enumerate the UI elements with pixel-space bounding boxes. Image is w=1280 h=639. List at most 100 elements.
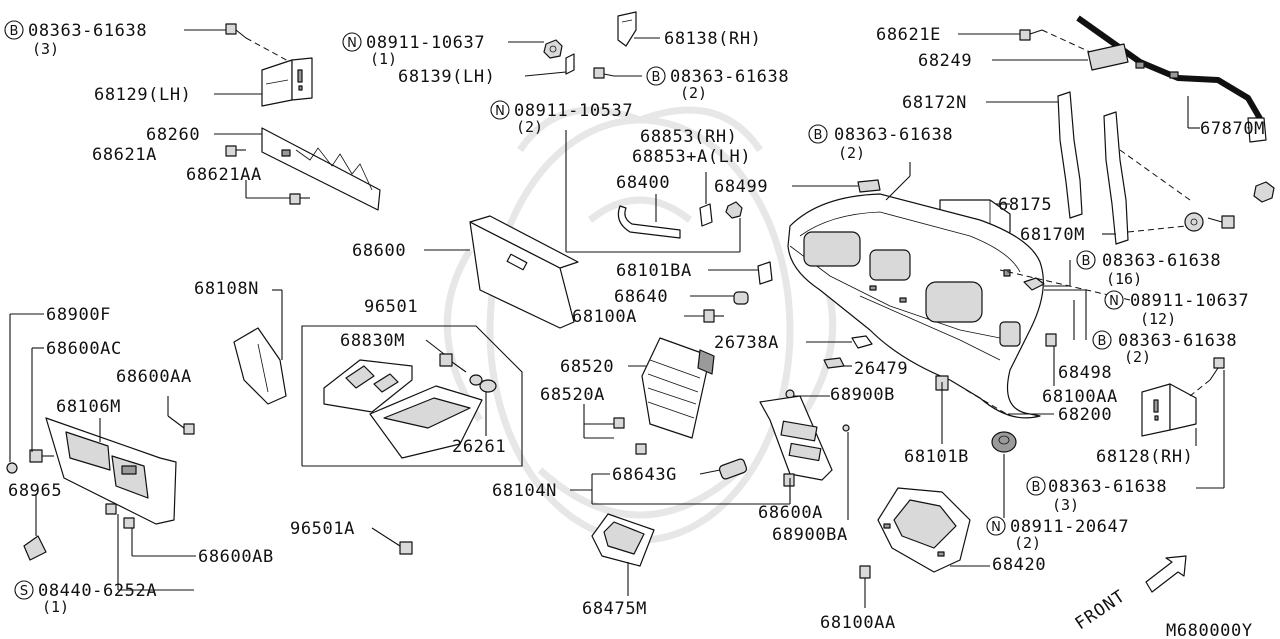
tray-68475m (591, 513, 655, 567)
part-number-label: 08440-6252A (38, 581, 157, 601)
quantity-label: (2) (1014, 534, 1041, 552)
bolt-icon (225, 145, 246, 157)
quantity-label: (3) (1052, 496, 1079, 514)
svg-text:N: N (1109, 294, 1119, 309)
cluster-lid-68420 (877, 487, 971, 573)
cap-68900f (6, 462, 18, 474)
rod-68853 (617, 205, 681, 239)
part-number-label: 26261 (452, 437, 506, 457)
callout-screw-symbol: S (14, 580, 34, 600)
clip-68138-rh (617, 11, 637, 47)
part-number-label: 68853+A(LH) (632, 147, 751, 167)
part-number-label: 68900BA (772, 525, 848, 545)
callout-nut-symbol: N (342, 32, 362, 52)
part-number-label: 68600 (352, 241, 406, 261)
part-number-label: 68100AA (1042, 387, 1118, 407)
plug-68643g (718, 458, 748, 480)
quantity-label: (2) (838, 144, 865, 162)
bracket-68260 (261, 127, 381, 211)
part-number-label: 67870M (1200, 119, 1265, 139)
screw-icon (635, 443, 647, 455)
quantity-label: (3) (32, 40, 59, 58)
svg-text:B: B (10, 24, 19, 39)
cylinder-26261 (469, 374, 497, 393)
bolt-icon (703, 309, 724, 323)
panel-68108n (233, 327, 287, 405)
part-number-label: 68100AA (820, 613, 896, 633)
part-number-label: 68600A (758, 503, 823, 523)
bracket-68128-rh (1141, 383, 1197, 437)
brace-68170m (1103, 111, 1129, 245)
dashboard-68200 (787, 193, 1044, 419)
bracket-68101ba (757, 261, 773, 285)
part-number-label: 68129(LH) (94, 85, 192, 105)
part-number-label: 68104N (492, 481, 557, 501)
part-number-label: 68498 (1058, 363, 1112, 383)
panel-68106m (45, 417, 177, 525)
part-number-label: 68520 (560, 357, 614, 377)
plate-68249 (1087, 43, 1129, 71)
part-number-label: 26479 (854, 359, 908, 379)
part-number-label: 68172N (902, 93, 967, 113)
callout-nut-symbol: N (1104, 290, 1124, 310)
svg-text:B: B (1032, 480, 1041, 495)
part-number-label: 68128(RH) (1096, 447, 1194, 467)
part-number-label: 68106M (56, 397, 121, 417)
part-number-label: 08363-61638 (1118, 331, 1237, 351)
callout-nut-symbol: N (490, 100, 510, 120)
nut-icon (1253, 181, 1275, 203)
callout-nut-symbol: N (986, 516, 1006, 536)
svg-text:B: B (814, 128, 823, 143)
part-number-label: 68520A (540, 385, 605, 405)
bolt-icon (593, 67, 615, 79)
part-number-label: 26738A (714, 333, 779, 353)
part-number-label: 08363-61638 (670, 67, 789, 87)
part-number-label: 08911-10637 (366, 33, 485, 53)
part-number-label: 68600AA (116, 367, 192, 387)
quantity-label: (1) (42, 598, 69, 616)
part-number-label: 96501 (364, 297, 418, 317)
part-number-label: 68853(RH) (640, 127, 738, 147)
bolt-icon (1045, 333, 1057, 347)
nut-icon (543, 39, 563, 59)
bolt-icon (183, 423, 195, 435)
part-number-label: 08363-61638 (1102, 251, 1221, 271)
part-number-label: 68621AA (186, 165, 262, 185)
bracket-68129-lh (261, 57, 313, 107)
svg-text:N: N (495, 104, 505, 119)
callout-bolt-symbol: B (1092, 330, 1112, 350)
front-arrow-icon (1145, 555, 1187, 593)
part-number-label: 96501A (290, 519, 355, 539)
part-number-label: 68175 (998, 195, 1052, 215)
svg-text:S: S (20, 584, 28, 599)
brace-68172n (1057, 91, 1083, 219)
clip-26738a (851, 335, 873, 349)
quantity-label: (2) (516, 118, 543, 136)
part-number-label: 68138(RH) (664, 29, 762, 49)
plug-68640 (733, 291, 749, 305)
part-number-label: 68139(LH) (398, 67, 496, 87)
quantity-label: (2) (1124, 348, 1151, 366)
vent-68520 (641, 337, 715, 439)
callout-bolt-symbol: B (1026, 476, 1046, 496)
part-number-label: 08363-61638 (28, 21, 147, 41)
quantity-label: (1) (370, 50, 397, 68)
part-number-label: 68101BA (616, 261, 692, 281)
svg-text:B: B (1082, 254, 1091, 269)
svg-text:B: B (1098, 334, 1107, 349)
svg-text:N: N (347, 36, 357, 51)
part-number-label: 68830M (340, 331, 405, 351)
bolt-icon (783, 473, 795, 487)
part-number-label: 68640 (614, 287, 668, 307)
front-direction-label: FRONT (1072, 586, 1130, 634)
part-number-label: 68260 (146, 125, 200, 145)
part-number-label: 68475M (582, 599, 647, 619)
part-number-label: 08911-10637 (1130, 291, 1249, 311)
part-number-label: 08911-10537 (514, 101, 633, 121)
part-number-label: 68900B (830, 385, 895, 405)
glove-box-68600 (469, 215, 579, 329)
bolt-icon (1209, 357, 1225, 381)
part-number-label: 68249 (918, 51, 972, 71)
screw-icon (105, 503, 117, 515)
